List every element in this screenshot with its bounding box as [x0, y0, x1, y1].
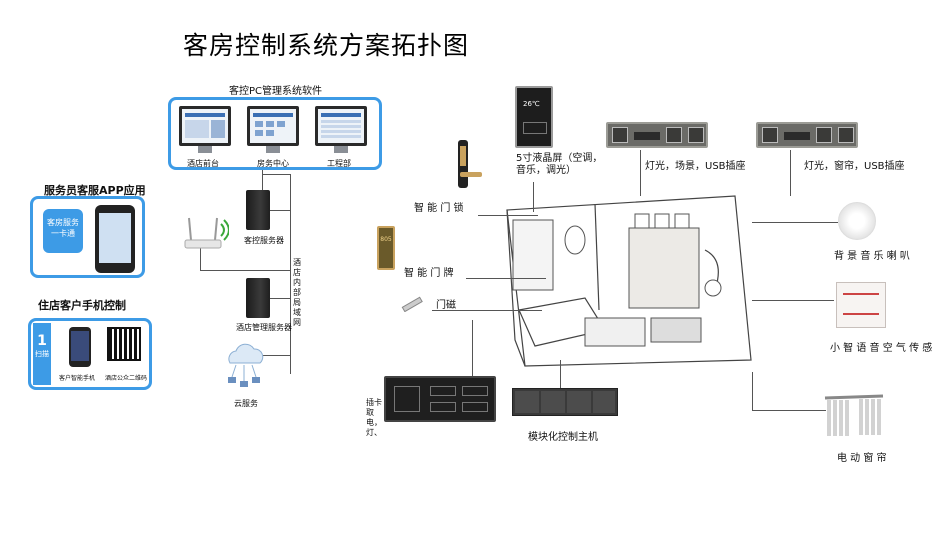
wire-lock — [478, 215, 538, 216]
electric-curtain-icon — [823, 394, 885, 438]
smart-lock-label: 智 能 门 锁 — [414, 203, 464, 214]
card-switch-label: 插卡取电，灯、 — [366, 398, 382, 437]
guest-phone-icon — [69, 327, 91, 367]
pc-software-panel: 酒店前台 房务中心 工程部 — [168, 97, 382, 170]
wire-air — [752, 300, 834, 301]
monitor-caption-front-desk: 酒店前台 — [187, 159, 219, 168]
switch-panel-1-icon — [606, 122, 708, 148]
door-sign-icon: 805 — [377, 226, 395, 270]
card-switch-icon — [384, 376, 496, 422]
door-sensor-icon — [400, 296, 430, 313]
lcd-panel-icon: 26℃ — [515, 86, 553, 148]
wire-cloud — [262, 355, 291, 356]
wire-hotel-server — [270, 298, 291, 299]
hotel-management-server-icon — [246, 278, 270, 318]
wire-curtain — [752, 372, 753, 410]
app-tile-icon: 客房服务 一卡通 — [43, 209, 83, 253]
wire-lcd — [533, 182, 534, 212]
wifi-router-icon — [183, 210, 230, 252]
monitor-front-desk — [179, 106, 231, 153]
room-floor-plan — [506, 195, 752, 367]
staff-app-label: 服务员客服APP应用 — [44, 184, 146, 197]
monitor-caption-engineering: 工程部 — [327, 159, 351, 168]
qr-code-icon — [107, 327, 141, 361]
app-tile-text-2: 一卡通 — [51, 229, 75, 238]
wire-router — [200, 270, 291, 271]
lan-label: 酒店内部局域网 — [293, 258, 301, 327]
wire-bus-top — [262, 174, 291, 175]
switch-panel-2-label: 灯光，窗帘，USB插座 — [804, 161, 905, 172]
wire-router-v — [200, 248, 201, 271]
wire-switch2 — [790, 150, 791, 196]
wire-guest-server — [270, 210, 291, 211]
scan-step-number: 1 — [37, 333, 47, 349]
guest-phone-label: 住店客户手机控制 — [38, 299, 126, 312]
cloud-icon — [222, 337, 266, 393]
wire-lan-bus — [290, 174, 291, 374]
switch-panel-1-label: 灯光，场景，USB插座 — [645, 161, 746, 172]
smartphone-icon — [95, 205, 135, 273]
wire-curtain-h — [752, 410, 826, 411]
monitor-housekeeping — [247, 106, 299, 153]
air-sensor-icon — [836, 282, 886, 328]
screen-grid-icon — [321, 113, 361, 138]
lcd-temperature: 26℃ — [523, 100, 540, 108]
wire-pc-down — [262, 170, 263, 192]
lcd-label: 5寸液晶屏（空调，音乐，调光） — [516, 153, 603, 176]
screen-grid-icon — [253, 113, 293, 136]
scan-step-text: 扫描 — [35, 350, 49, 358]
wire-main-bus — [472, 320, 473, 392]
guest-control-server-label: 客控服务器 — [244, 236, 284, 245]
modular-controller-icon — [512, 388, 618, 416]
switch-panel-2-icon — [756, 122, 858, 148]
controller-label: 模块化控制主机 — [528, 432, 598, 443]
door-sign-label: 智 能 门 牌 — [404, 268, 454, 279]
door-sensor-label: 门磁 — [436, 300, 456, 311]
cloud-service-label: 云服务 — [234, 399, 258, 408]
guest-phone-panel: 1 扫描 客户智能手机 酒店公众二维码 — [28, 318, 152, 390]
pc-software-label: 客控PC管理系统软件 — [229, 86, 323, 97]
wire-sensor — [432, 310, 542, 311]
guest-phone-caption: 客户智能手机 — [59, 375, 96, 382]
app-tile-text-1: 客房服务 — [47, 218, 79, 227]
qr-caption: 酒店公众二维码 — [105, 375, 148, 382]
wire-controller — [560, 360, 561, 388]
wire-speaker — [752, 222, 838, 223]
wire-switch1 — [640, 150, 641, 196]
staff-app-panel: 客房服务 一卡通 — [30, 196, 145, 278]
guest-control-server-icon — [246, 190, 270, 230]
scan-step-badge: 1 扫描 — [33, 323, 51, 385]
air-sensor-label: 小 智 语 音 空 气 传 感 — [830, 343, 933, 354]
door-sign-number: 805 — [380, 236, 392, 243]
smart-lock-icon — [448, 136, 484, 192]
ceiling-speaker-icon — [838, 202, 876, 240]
speaker-label: 背 景 音 乐 喇 叭 — [834, 251, 910, 262]
monitor-caption-housekeeping: 房务中心 — [257, 159, 289, 168]
wire-sign — [466, 278, 546, 279]
screen-grid-icon — [185, 113, 225, 138]
hotel-management-server-label: 酒店管理服务器 — [236, 323, 292, 332]
curtain-label: 电 动 窗 帘 — [837, 453, 887, 464]
monitor-engineering — [315, 106, 367, 153]
page-title: 客房控制系统方案拓扑图 — [183, 31, 470, 60]
